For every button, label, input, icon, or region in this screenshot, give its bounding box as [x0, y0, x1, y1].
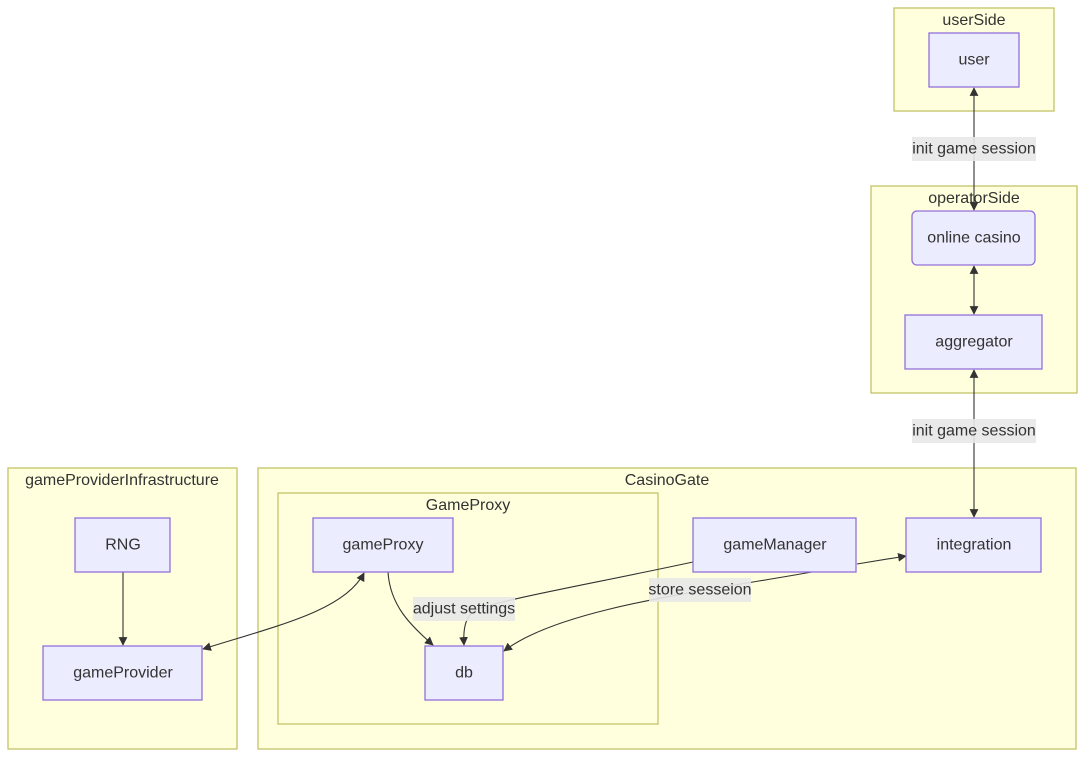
edge-label-store-session: store sesseion — [648, 578, 752, 602]
edge-game-manager-integration — [856, 552, 907, 565]
node-integration[interactable]: integration — [905, 517, 1042, 573]
svg-text:aggregator: aggregator — [935, 334, 1013, 351]
edge-game-proxy-db — [387, 571, 434, 646]
edge-label-init-session-top: init game session — [912, 137, 1036, 161]
svg-text:RNG: RNG — [105, 537, 141, 554]
node-online-casino[interactable]: online casino — [911, 210, 1036, 266]
svg-text:user: user — [958, 52, 990, 69]
svg-text:db: db — [455, 665, 473, 682]
node-aggregator[interactable]: aggregator — [904, 314, 1043, 370]
svg-text:store sesseion: store sesseion — [648, 582, 751, 599]
edge-store-session — [503, 571, 813, 652]
node-db[interactable]: db — [424, 645, 504, 701]
edge-label-adjust-settings: adjust settings — [413, 597, 515, 621]
svg-text:integration: integration — [937, 537, 1012, 554]
svg-text:gameProxy: gameProxy — [343, 537, 424, 554]
node-rng[interactable]: RNG — [74, 517, 171, 573]
svg-text:init game session: init game session — [912, 423, 1036, 440]
svg-text:online casino: online casino — [927, 230, 1021, 247]
edge-game-provider-game-proxy — [202, 572, 365, 651]
svg-text:gameProvider: gameProvider — [73, 665, 173, 682]
node-game-manager[interactable]: gameManager — [692, 517, 857, 573]
node-game-provider[interactable]: gameProvider — [42, 645, 203, 701]
cluster-title: userSide — [942, 12, 1005, 29]
node-game-proxy[interactable]: gameProxy — [312, 517, 454, 573]
svg-text:gameManager: gameManager — [723, 537, 827, 554]
svg-text:adjust settings: adjust settings — [413, 601, 515, 618]
svg-text:init game session: init game session — [912, 141, 1036, 158]
node-user[interactable]: user — [928, 32, 1020, 88]
cluster-title: CasinoGate — [625, 472, 710, 489]
cluster-title: gameProviderInfrastructure — [25, 472, 219, 489]
cluster-title: GameProxy — [426, 497, 510, 514]
edge-label-init-session-bottom: init game session — [912, 419, 1036, 443]
